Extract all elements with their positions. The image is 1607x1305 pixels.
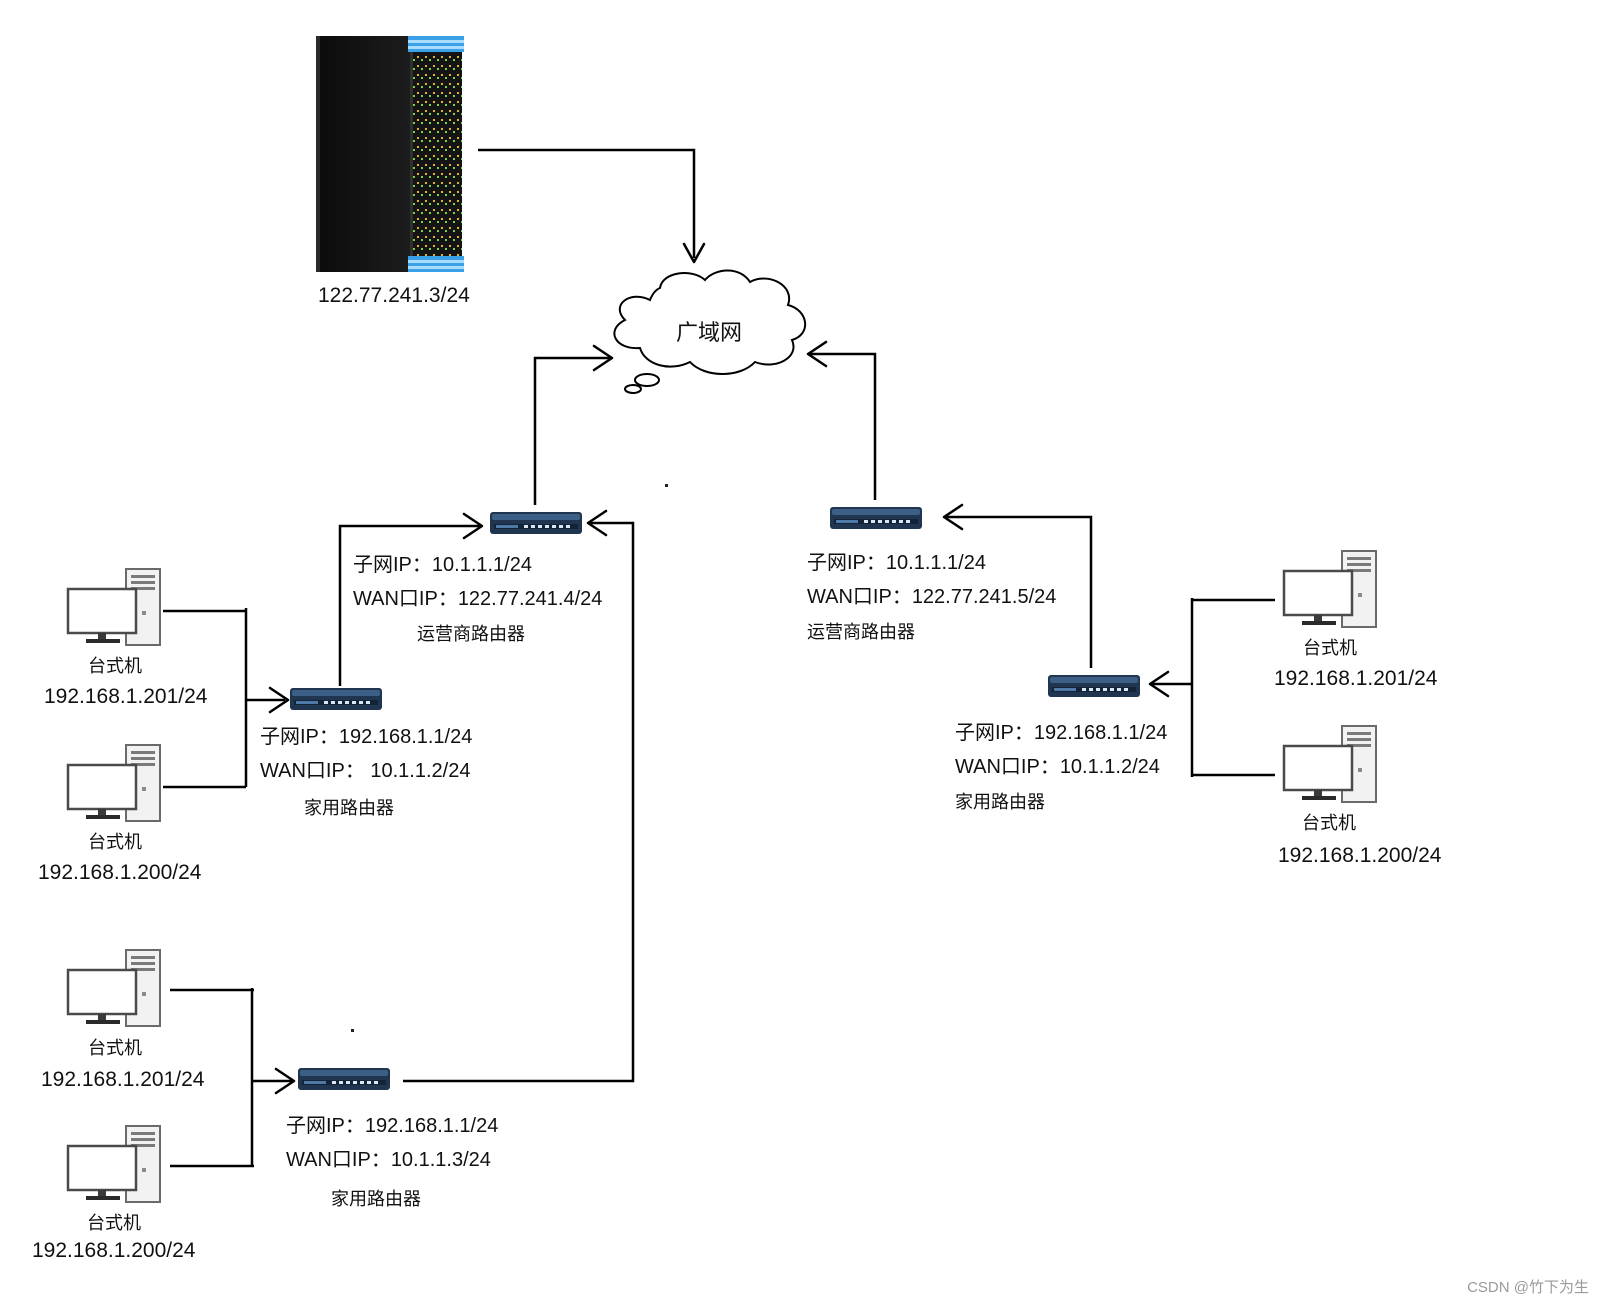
- link-home-r-isp: [945, 515, 1093, 668]
- arrow-right-icon: [462, 512, 484, 540]
- desktop-lt1-name: 台式机: [88, 656, 142, 676]
- arrow-right-icon: [274, 1067, 296, 1095]
- stray-dot: [351, 1029, 354, 1032]
- arrow-left-icon: [942, 503, 964, 531]
- desktop-computer-icon: [66, 948, 162, 1028]
- desktop-lb1-ip: 192.168.1.201/24: [41, 1068, 205, 1091]
- arrow-right-icon: [592, 344, 614, 372]
- home-r-subnet: 子网IP：192.168.1.1/24: [955, 722, 1168, 744]
- router-icon: [1048, 675, 1140, 697]
- router-icon: [290, 688, 382, 710]
- desktop-lt2-name: 台式机: [88, 832, 142, 852]
- desktop-r1-ip: 192.168.1.201/24: [1274, 667, 1438, 690]
- home-r-name: 家用路由器: [955, 792, 1045, 812]
- home-r-wan: WAN口IP：10.1.1.2/24: [955, 756, 1160, 778]
- arrow-left-icon: [806, 340, 828, 368]
- isp-left-wan: WAN口IP：122.77.241.4/24: [353, 588, 603, 610]
- desktop-lt2-ip: 192.168.1.200/24: [38, 861, 202, 884]
- desktop-computer-icon: [66, 1124, 162, 1204]
- arrow-heads: [268, 242, 1170, 1095]
- watermark: CSDN @竹下为生: [1467, 1279, 1589, 1296]
- desktop-computer-icon: [1282, 549, 1378, 629]
- isp-left-name: 运营商路由器: [417, 624, 525, 644]
- router-icon: [830, 507, 922, 529]
- home-lb-name: 家用路由器: [331, 1189, 421, 1209]
- server-ip-label: 122.77.241.3/24: [318, 284, 470, 307]
- desktop-computer-icon: [66, 743, 162, 823]
- server-rack-icon: [316, 36, 464, 272]
- desktop-r2-ip: 192.168.1.200/24: [1278, 844, 1442, 867]
- desktop-lb1-name: 台式机: [88, 1038, 142, 1058]
- arrow-down-icon: [682, 242, 706, 264]
- home-lt-name: 家用路由器: [304, 798, 394, 818]
- link-server-cloud: [478, 148, 696, 258]
- link-isp-right-cloud: [810, 352, 877, 500]
- router-icon: [490, 512, 582, 534]
- isp-right-name: 运营商路由器: [807, 622, 915, 642]
- isp-right-subnet: 子网IP：10.1.1.1/24: [807, 552, 986, 574]
- home-lb-subnet: 子网IP：192.168.1.1/24: [286, 1115, 499, 1137]
- link-home-lt-isp: [338, 524, 480, 686]
- desktop-computer-icon: [66, 567, 162, 647]
- desktop-lb2-name: 台式机: [87, 1213, 141, 1233]
- home-lb-wan: WAN口IP：10.1.1.3/24: [286, 1149, 491, 1171]
- link-isp-left-cloud: [533, 356, 610, 505]
- desktop-r2-name: 台式机: [1302, 813, 1356, 833]
- arrow-left-icon: [1148, 670, 1170, 698]
- cloud-icon: [613, 269, 807, 394]
- desktop-lb2-ip: 192.168.1.200/24: [32, 1239, 196, 1262]
- home-lt-wan: WAN口IP： 10.1.1.2/24: [260, 760, 471, 782]
- home-lt-subnet: 子网IP：192.168.1.1/24: [260, 726, 473, 748]
- isp-right-wan: WAN口IP：122.77.241.5/24: [807, 586, 1057, 608]
- cloud-label: 广域网: [676, 320, 743, 345]
- desktop-computer-icon: [1282, 724, 1378, 804]
- arrow-left-icon: [586, 509, 608, 537]
- desktop-r1-name: 台式机: [1303, 638, 1357, 658]
- isp-left-subnet: 子网IP：10.1.1.1/24: [353, 554, 532, 576]
- link-home-lb-isp: [403, 521, 635, 1083]
- router-icon: [298, 1068, 390, 1090]
- connection-lines: [163, 148, 1275, 1168]
- arrow-right-icon: [268, 686, 290, 714]
- desktop-lt1-ip: 192.168.1.201/24: [44, 685, 208, 708]
- stray-dot: [665, 484, 668, 487]
